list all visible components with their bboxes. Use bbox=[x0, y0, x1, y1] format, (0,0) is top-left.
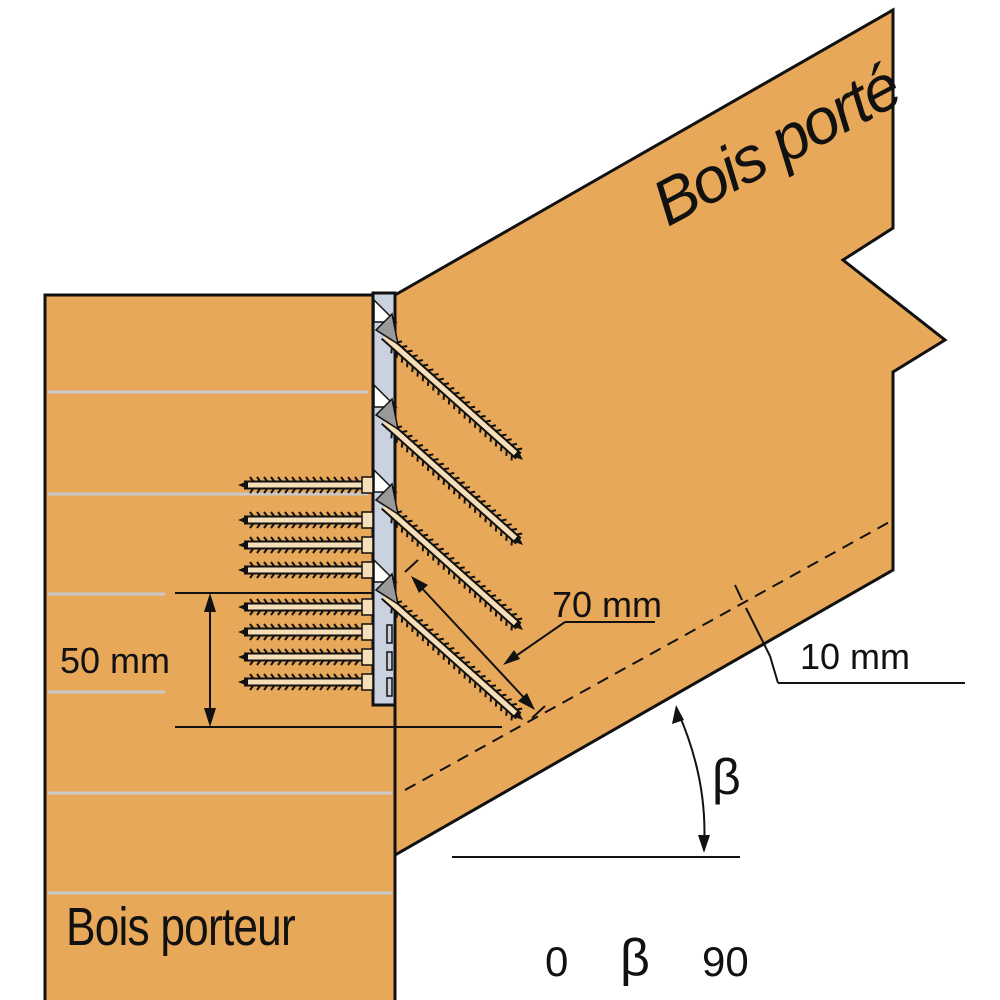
horizontal-screw bbox=[238, 598, 372, 616]
plate-slots bbox=[386, 624, 393, 697]
dim-50-label: 50 mm bbox=[60, 640, 171, 681]
inclined-screw bbox=[381, 417, 523, 546]
inclined-screw bbox=[381, 592, 523, 721]
dimension-70mm bbox=[404, 559, 655, 719]
inclined-screw bbox=[381, 502, 523, 631]
angle-beta-label: β bbox=[712, 749, 741, 805]
dimension-50mm bbox=[175, 592, 502, 728]
dimension-10mm bbox=[734, 584, 965, 684]
horizontal-screw bbox=[238, 476, 372, 494]
horizontal-screw bbox=[238, 648, 372, 666]
horizontal-screw bbox=[238, 673, 372, 691]
horizontal-screw bbox=[238, 511, 372, 529]
dim-10-label: 10 mm bbox=[800, 636, 911, 677]
dashed-reference-line bbox=[404, 519, 894, 791]
grain-lines bbox=[48, 390, 392, 895]
dim-70-label: 70 mm bbox=[552, 584, 663, 625]
horizontal-screw bbox=[238, 536, 372, 554]
horizontal-screw bbox=[238, 623, 372, 641]
range-symbol: β bbox=[620, 929, 650, 987]
supporting-timber-label: Bois porteur bbox=[66, 897, 296, 957]
horizontal-screws bbox=[238, 476, 374, 691]
inclined-screw bbox=[381, 332, 523, 461]
range-max: 90 bbox=[702, 938, 749, 985]
horizontal-screw bbox=[238, 561, 372, 579]
angle-beta-indicator bbox=[452, 705, 740, 858]
supporting-timber bbox=[43, 293, 397, 1000]
range-min: 0 bbox=[545, 938, 569, 985]
inclined-screws bbox=[373, 298, 523, 721]
